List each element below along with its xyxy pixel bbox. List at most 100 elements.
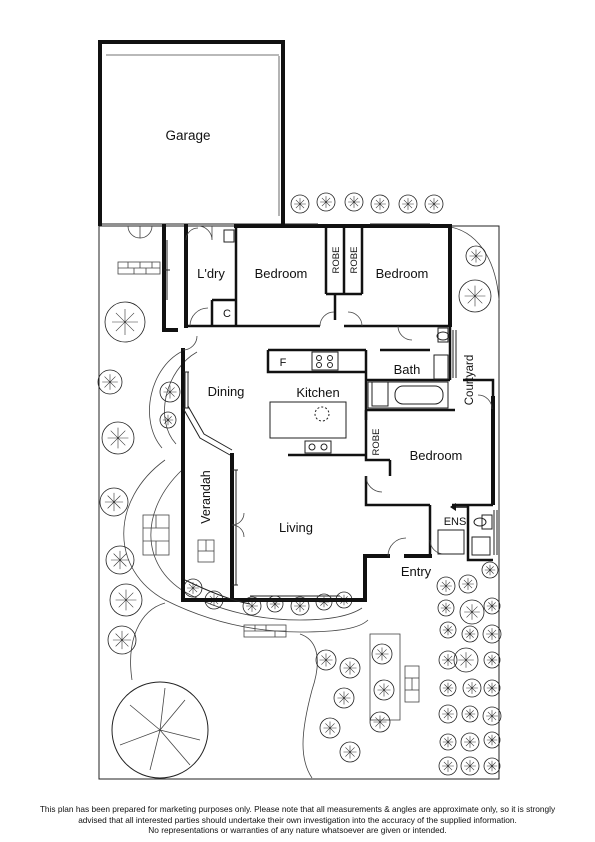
shrub-branches: [110, 550, 130, 570]
room-label-living: Living: [279, 520, 313, 535]
shrub-branches: [112, 309, 138, 335]
shrub-branches: [375, 647, 389, 661]
fixtures: [223, 229, 493, 556]
shrub-icon: [459, 599, 485, 625]
garden-paths: [123, 225, 500, 779]
shrub-branches: [462, 578, 474, 590]
shrub-icon: [339, 741, 361, 763]
shrub-branches: [343, 661, 357, 675]
shrub-icon: [437, 599, 455, 617]
shrub-branches: [440, 602, 452, 614]
shrub-branches: [104, 492, 124, 512]
shrub-icon: [439, 733, 457, 751]
shrub-icon: [438, 704, 458, 724]
shrub-branches: [464, 760, 476, 772]
room-label-courtyard: Courtyard: [464, 355, 476, 406]
shrub-branches: [458, 652, 474, 668]
shrub-branches: [486, 600, 498, 612]
windows: [164, 223, 498, 605]
shrub-branches: [442, 654, 454, 666]
shrub-icon: [370, 194, 390, 214]
room-label-ensuite: ENS: [444, 516, 467, 528]
shrub-branches: [486, 734, 498, 746]
shrub-icon: [315, 649, 337, 671]
shrub-branches: [486, 710, 498, 722]
shrub-branches: [486, 654, 498, 666]
site-boundary: [98, 225, 500, 780]
shrub-branches: [440, 580, 452, 592]
shrub-icon: [290, 596, 310, 616]
shrub-branches: [348, 196, 360, 208]
room-label-robe-3: ROBE: [371, 429, 382, 456]
shrub-branches: [319, 653, 333, 667]
shrub-branches: [320, 196, 332, 208]
shrub-icon: [483, 757, 501, 775]
shrub-branches: [373, 715, 387, 729]
shrub-icon: [344, 192, 364, 212]
shrub-branches: [442, 736, 454, 748]
shrub-icon: [104, 301, 146, 343]
shrub-branches: [428, 198, 440, 210]
shrub-icon: [99, 487, 129, 517]
room-label-cupboard: C: [223, 308, 231, 320]
room-label-bedroom-1: Bedroom: [255, 266, 308, 281]
shrub-icon: [373, 679, 395, 701]
shrub-icon: [483, 679, 501, 697]
shrub-branches: [374, 198, 386, 210]
shrub-icon: [101, 421, 135, 455]
room-label-garage: Garage: [165, 128, 210, 143]
shrub-branches: [442, 682, 454, 694]
shrub-icon: [482, 706, 502, 726]
shrub-icon: [483, 731, 501, 749]
shrub-icon: [339, 657, 361, 679]
shrub-icon: [438, 756, 458, 776]
room-label-kitchen: Kitchen: [296, 385, 339, 400]
shrub-branches: [377, 683, 391, 697]
shrub-icon: [290, 194, 310, 214]
shrub-icon: [159, 381, 181, 403]
shrub-branches: [269, 598, 281, 610]
room-label-robe-2: ROBE: [349, 247, 360, 274]
shrub-branches: [442, 760, 454, 772]
shrub-branches: [442, 708, 454, 720]
room-label-bedroom-2: Bedroom: [376, 266, 429, 281]
shrub-branches: [163, 385, 177, 399]
shrub-icon: [462, 678, 482, 698]
shrub-branches: [337, 691, 351, 705]
room-label-robe-1: ROBE: [331, 247, 342, 274]
shrub-icon: [439, 621, 457, 639]
shrub-branches: [464, 604, 480, 620]
shrub-branches: [294, 198, 306, 210]
arrow-icon: [450, 503, 468, 511]
shrub-branches: [102, 374, 118, 390]
room-label-bath: Bath: [394, 362, 421, 377]
large-tree-icon: [111, 681, 209, 779]
shrub-icon: [458, 574, 478, 594]
shrub-icon: [398, 194, 418, 214]
shrub-icon: [481, 561, 499, 579]
shrub-icon: [483, 597, 501, 615]
room-label-verandah: Verandah: [199, 470, 213, 524]
shrub-branches: [486, 628, 498, 640]
shrub-branches: [464, 708, 476, 720]
disclaimer-line-3: No representations or warranties of any …: [148, 825, 447, 835]
shrub-icon: [97, 369, 123, 395]
shrub-icon: [159, 411, 177, 429]
room-label-laundry: L'dry: [197, 266, 225, 281]
room-label-entry: Entry: [401, 564, 432, 579]
shrub-branches: [343, 745, 357, 759]
shrub-branches: [486, 760, 498, 772]
external-walls: [162, 224, 495, 602]
disclaimer-line-1: This plan has been prepared for marketin…: [39, 804, 556, 814]
shrub-branches: [294, 600, 306, 612]
shrub-icon: [369, 711, 391, 733]
shrub-icon: [461, 625, 479, 643]
room-label-fridge: F: [280, 357, 287, 369]
shrub-branches: [112, 630, 132, 650]
room-label-bedroom-3: Bedroom: [410, 448, 463, 463]
shrub-icon: [465, 245, 487, 267]
shrub-icon: [438, 650, 458, 670]
shrub-branches: [486, 682, 498, 694]
shrub-branches: [464, 628, 476, 640]
